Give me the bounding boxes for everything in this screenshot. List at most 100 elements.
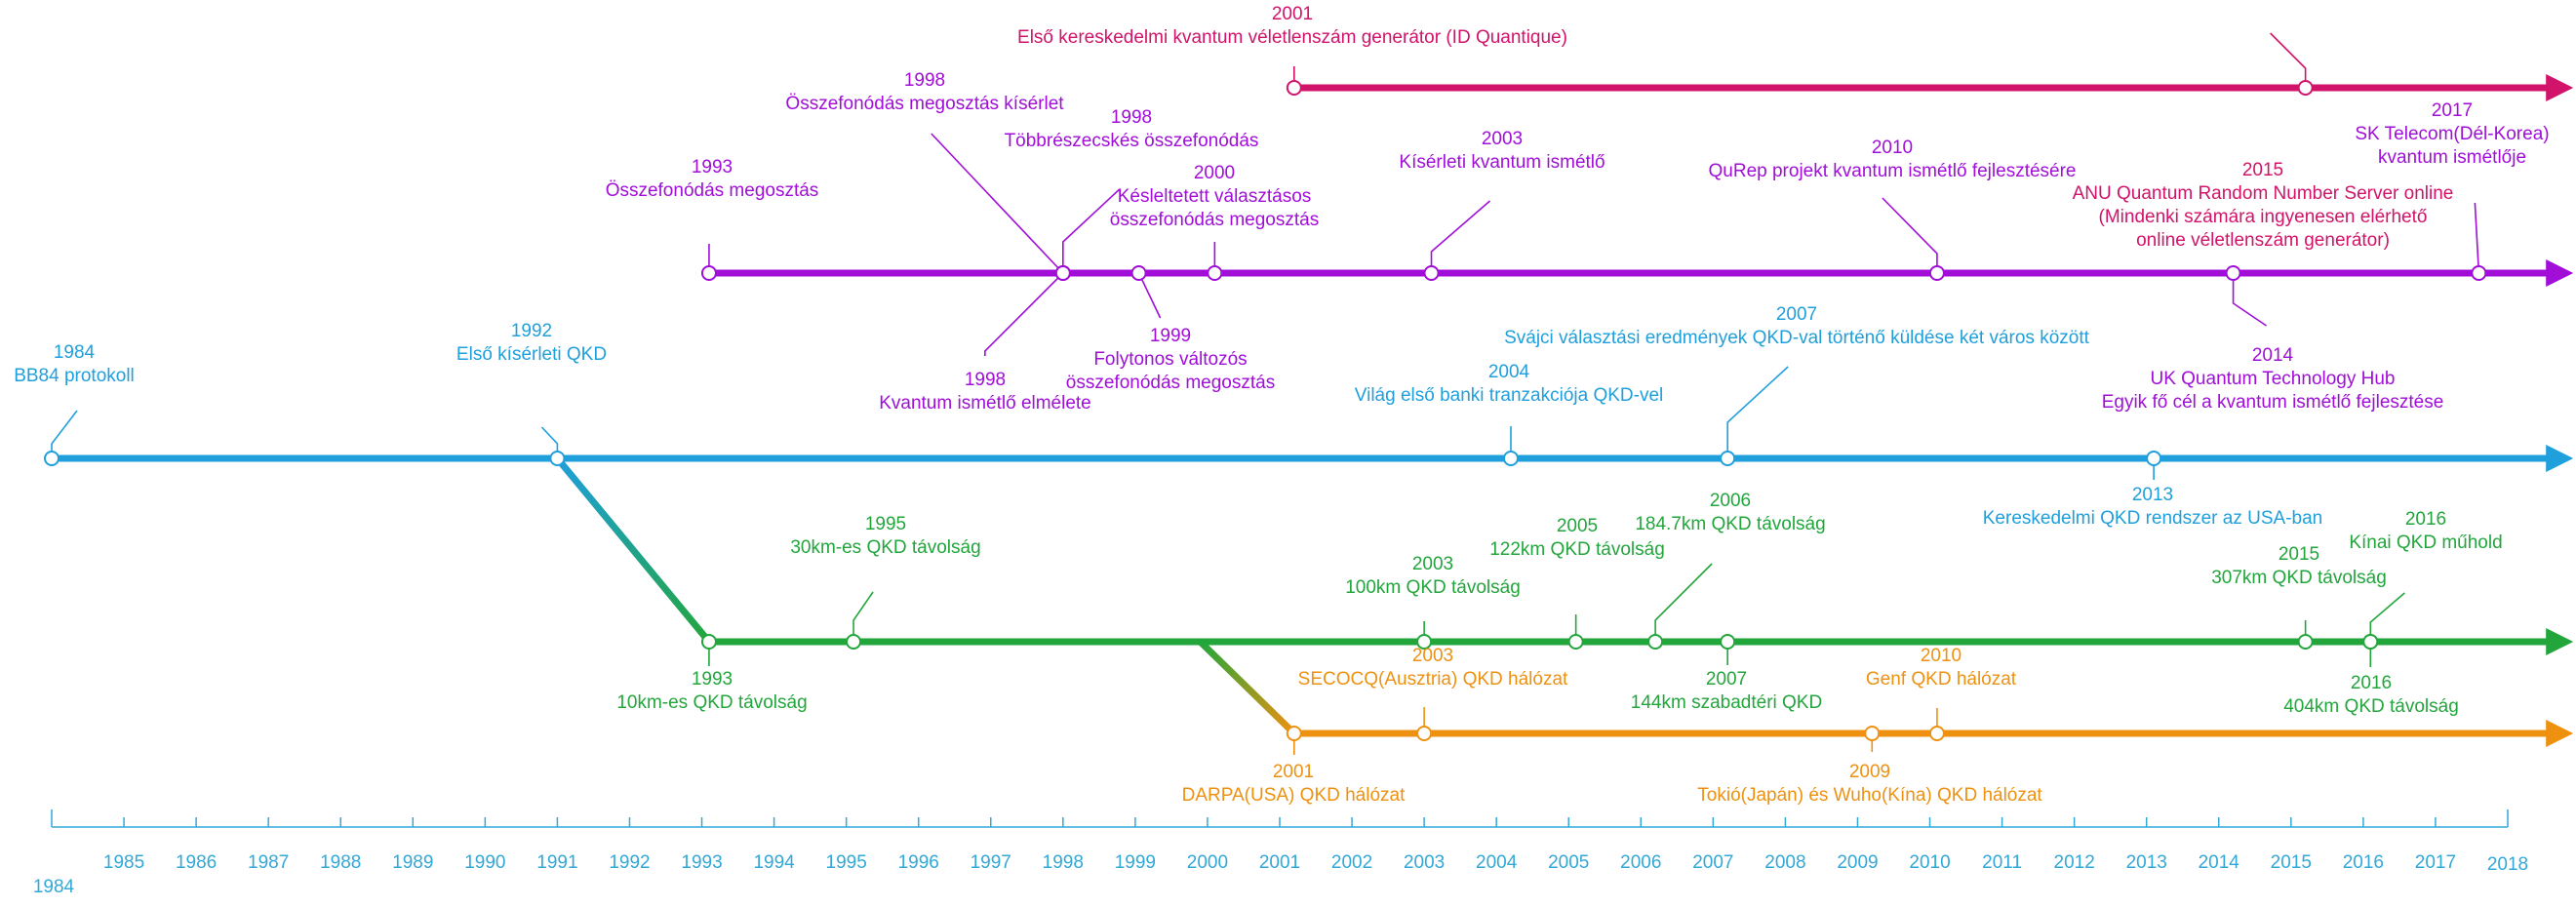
event-node (2146, 451, 2162, 466)
event-node (2297, 634, 2314, 650)
event-leader-line (1654, 563, 1713, 642)
event-description: Első kísérleti QKD (456, 344, 607, 365)
axis-tick-label: 2006 (1620, 852, 1661, 873)
event-year-label: 2015 (2242, 160, 2283, 180)
event-year-label: 2003 (1412, 646, 1453, 666)
event-leader-line (2474, 202, 2480, 274)
event-year-label: 2001 (1272, 4, 1313, 24)
event-description: Kvantum ismétlő elmélete (879, 393, 1091, 414)
event-node (2297, 80, 2314, 96)
axis-tick-label: 1991 (536, 852, 577, 873)
event-node (1864, 726, 1881, 741)
event-node (44, 451, 59, 466)
event-year-label: 1992 (511, 321, 552, 341)
event-description: Összefonódás megosztás (606, 180, 819, 201)
event-year-label: 2014 (2252, 345, 2294, 366)
event-description: Folytonos változós (1093, 349, 1247, 370)
event-description: UK Quantum Technology Hub (2150, 369, 2395, 389)
event-leader-line (2270, 32, 2307, 88)
event-node (1286, 80, 1302, 96)
event-description: 144km szabadtéri QKD (1631, 692, 1822, 713)
event-year-label: 2001 (1273, 762, 1314, 782)
event-description: összefonódás megosztás (1066, 373, 1275, 393)
axis-tick-label: 1989 (392, 852, 433, 873)
event-description: Svájci választási eredmények QKD-val tör… (1504, 328, 2090, 348)
event-leader-line (1882, 197, 1938, 273)
axis-tick-label: 2010 (1909, 852, 1950, 873)
event-description: Többrészecskés összefonódás (1005, 131, 1259, 151)
event-year-label: 2004 (1488, 362, 1530, 382)
event-year-label: 1984 (54, 342, 96, 363)
event-description: QuRep projekt kvantum ismétlő fejlesztés… (1709, 161, 2077, 181)
event-year-label: 2015 (2279, 544, 2319, 565)
event-leader-line (852, 591, 874, 642)
event-node (700, 265, 717, 281)
event-year-label: 2005 (1557, 516, 1598, 536)
event-year-label: 2016 (2351, 673, 2392, 693)
event-leader-line (931, 133, 1064, 274)
axis-tick-label: 2011 (1982, 852, 2022, 873)
event-description: Kínai QKD műhold (2349, 532, 2502, 553)
event-description: 122km QKD távolság (1489, 539, 1665, 560)
axis-tick-label: 2001 (1259, 852, 1300, 873)
event-description: 30km-es QKD távolság (790, 537, 980, 558)
event-description: Kereskedelmi QKD rendszer az USA-ban (1983, 508, 2322, 529)
axis-tick-label: 1993 (681, 852, 722, 873)
axis-tick-label: 1985 (103, 852, 144, 873)
event-node (2471, 265, 2487, 281)
event-year-label: 2010 (1921, 646, 1962, 666)
event-year-label: 2009 (1849, 762, 1890, 782)
axis-tick-label: 2000 (1187, 852, 1228, 873)
axis-tick-label: 1986 (176, 852, 217, 873)
event-description: 307km QKD távolság (2211, 568, 2387, 588)
axis-tick-label: 2012 (2054, 852, 2095, 873)
event-leader-line (1062, 188, 1121, 273)
event-node (549, 451, 566, 466)
event-year-label: 1999 (1150, 326, 1191, 346)
event-description: Kísérleti kvantum ismétlő (1399, 152, 1605, 173)
axis-tick-label: 2017 (2415, 852, 2456, 873)
event-leader-line (1430, 200, 1491, 273)
event-node (1928, 726, 1945, 741)
branch-connector-blue-green (554, 455, 712, 645)
event-description: Összefonódás megosztás kísérlet (785, 94, 1064, 114)
event-node (1720, 634, 1736, 650)
axis-tick-label: 2014 (2199, 852, 2240, 873)
event-leader-line (1137, 272, 1162, 319)
axis-tick-label: 2018 (2487, 854, 2528, 875)
event-year-label: 2006 (1710, 491, 1751, 511)
event-description: 404km QKD távolság (2283, 696, 2459, 717)
event-year-label: 2003 (1482, 129, 1523, 149)
event-year-label: 1998 (1111, 107, 1152, 128)
event-year-label: 2003 (1412, 554, 1453, 574)
event-description: kvantum ismétlője (2378, 147, 2526, 168)
event-description: összefonódás megosztás (1110, 210, 1319, 230)
event-node (1423, 265, 1440, 281)
event-node (1054, 265, 1071, 281)
event-year-label: 2000 (1194, 163, 1235, 183)
axis-tick-label: 2003 (1404, 852, 1445, 873)
axis-tick-label: 1988 (320, 852, 361, 873)
axis-tick-label: 1996 (898, 852, 939, 873)
event-description: 100km QKD távolság (1345, 577, 1521, 598)
event-description: Világ első banki tranzakciója QKD-vel (1355, 385, 1663, 406)
event-node (1416, 726, 1433, 741)
event-description: (Mindenki számára ingyenesen elérhető (2099, 207, 2428, 227)
event-leader-line (2369, 592, 2405, 642)
event-description: Tokió(Japán) és Wuho(Kína) QKD hálózat (1697, 785, 2042, 806)
axis-tick-label: 2004 (1476, 852, 1518, 873)
event-year-label: 2007 (1776, 304, 1817, 325)
axis-tick-label: 2007 (1692, 852, 1733, 873)
axis-tick-label: 2016 (2343, 852, 2384, 873)
axis-tick-label: 1987 (248, 852, 289, 873)
axis-tick-label: 2002 (1331, 852, 1372, 873)
event-node (1567, 634, 1584, 650)
event-year-label: 2010 (1872, 138, 1913, 158)
event-node (1647, 634, 1664, 650)
